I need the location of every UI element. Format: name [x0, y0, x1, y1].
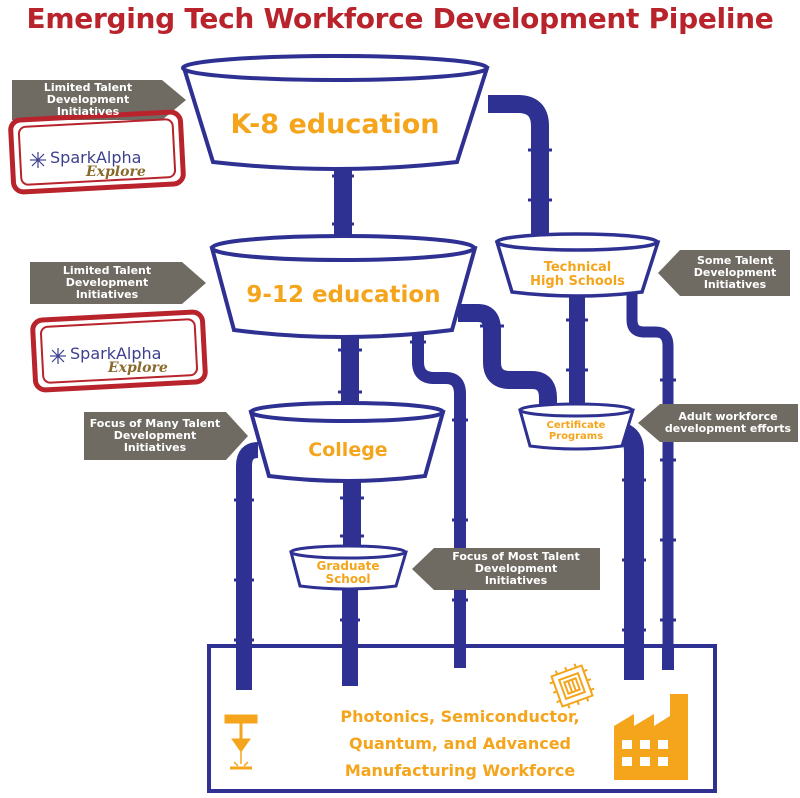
certificate-line-1: Certificate [546, 420, 606, 431]
callout-shapes [12, 80, 798, 590]
certificate-line-2: Programs [548, 431, 604, 442]
stage-hs-label: 9-12 education [246, 282, 441, 309]
pipes [236, 95, 674, 676]
spark-icon [30, 152, 46, 168]
technical-line-2: High Schools [530, 274, 625, 289]
callout-some-shape [658, 250, 790, 296]
stamp-1-sub: Explore [86, 164, 146, 180]
callout-line: Limited Talent [43, 81, 133, 94]
callout-line: Development [693, 266, 777, 279]
callout-line: development efforts [664, 422, 792, 435]
stage-certificate-label: Certificate Programs [526, 418, 626, 444]
callout-limited-2: Limited Talent Development Initiatives [32, 262, 182, 304]
stage-college-label: College [308, 438, 388, 461]
callout-line: Limited Talent [62, 264, 152, 277]
funnel-k8 [181, 54, 490, 171]
pipe-certificate-to-workforce [606, 422, 644, 676]
workforce-line-2: Quantum, and Advanced [349, 733, 571, 753]
funnel-technical [494, 232, 661, 298]
callout-line: Initiatives [56, 105, 120, 118]
graduate-line-2: School [325, 572, 371, 586]
callout-line: Initiatives [703, 278, 767, 291]
callout-some: Some Talent Development Initiatives [680, 250, 790, 296]
pipe-college-to-workforce [236, 442, 259, 676]
callout-most: Focus of Most Talent Development Initiat… [432, 548, 600, 590]
pipe-k8-to-technical [488, 95, 549, 236]
technical-line-1: Technical [543, 259, 612, 275]
pipe-hs-to-certificate [458, 304, 557, 412]
spark-icon [50, 348, 66, 364]
pipe-outlets [236, 644, 674, 690]
page-title: Emerging Tech Workforce Development Pipe… [26, 2, 774, 35]
callout-line: Initiatives [75, 288, 139, 301]
funnel-college [248, 401, 446, 483]
callout-line: Focus of Many Talent [89, 417, 221, 430]
funnel-hs [209, 234, 478, 339]
stamp-1 [8, 109, 186, 195]
callout-line: Focus of Most Talent [452, 550, 580, 563]
callout-line: Initiatives [484, 574, 548, 587]
stage-technical-label: Technical High Schools [505, 258, 650, 292]
workforce-line-3: Manufacturing Workforce [344, 760, 576, 780]
stage-k8-label: K-8 education [230, 109, 440, 141]
funnel-graduate [289, 544, 408, 591]
callout-line: Development [65, 276, 149, 289]
workforce-label: Photonics, Semiconductor, Quantum, and A… [290, 702, 630, 784]
factory-icon [614, 694, 688, 780]
callout-line: Development [474, 562, 558, 575]
chip-icon [549, 663, 595, 709]
pipe-hs-to-workforce [412, 318, 466, 664]
callout-line: Some Talent [696, 254, 774, 267]
stamp-1-brand: SparkAlpha [50, 148, 142, 167]
stamp-2-brand: SparkAlpha [70, 344, 162, 363]
stamp-2 [30, 309, 208, 393]
workforce-line-1: Photonics, Semiconductor, [340, 706, 580, 726]
funnel-certificate [518, 402, 635, 451]
callout-limited-2-shape [30, 262, 206, 304]
callout-many-shape [84, 412, 248, 460]
callout-adult: Adult workforce development efforts [658, 404, 798, 442]
callout-adult-shape [638, 404, 798, 442]
laser-icon [224, 714, 258, 770]
callout-limited-1: Limited Talent Development Initiatives [14, 80, 162, 120]
callout-line: Adult workforce [678, 410, 778, 423]
stage-graduate-label: Graduate School [298, 558, 398, 588]
stamp-2-sub: Explore [108, 360, 168, 376]
callout-most-shape [412, 548, 600, 590]
callout-line: Development [113, 429, 197, 442]
pipe-joints [234, 148, 676, 642]
callout-limited-1-shape [12, 80, 186, 120]
callout-line: Initiatives [123, 441, 187, 454]
callout-line: Development [46, 93, 130, 106]
graduate-line-1: Graduate [316, 558, 380, 573]
pipe-technical-to-workforce [626, 292, 674, 664]
callout-many: Focus of Many Talent Development Initiat… [84, 412, 226, 460]
